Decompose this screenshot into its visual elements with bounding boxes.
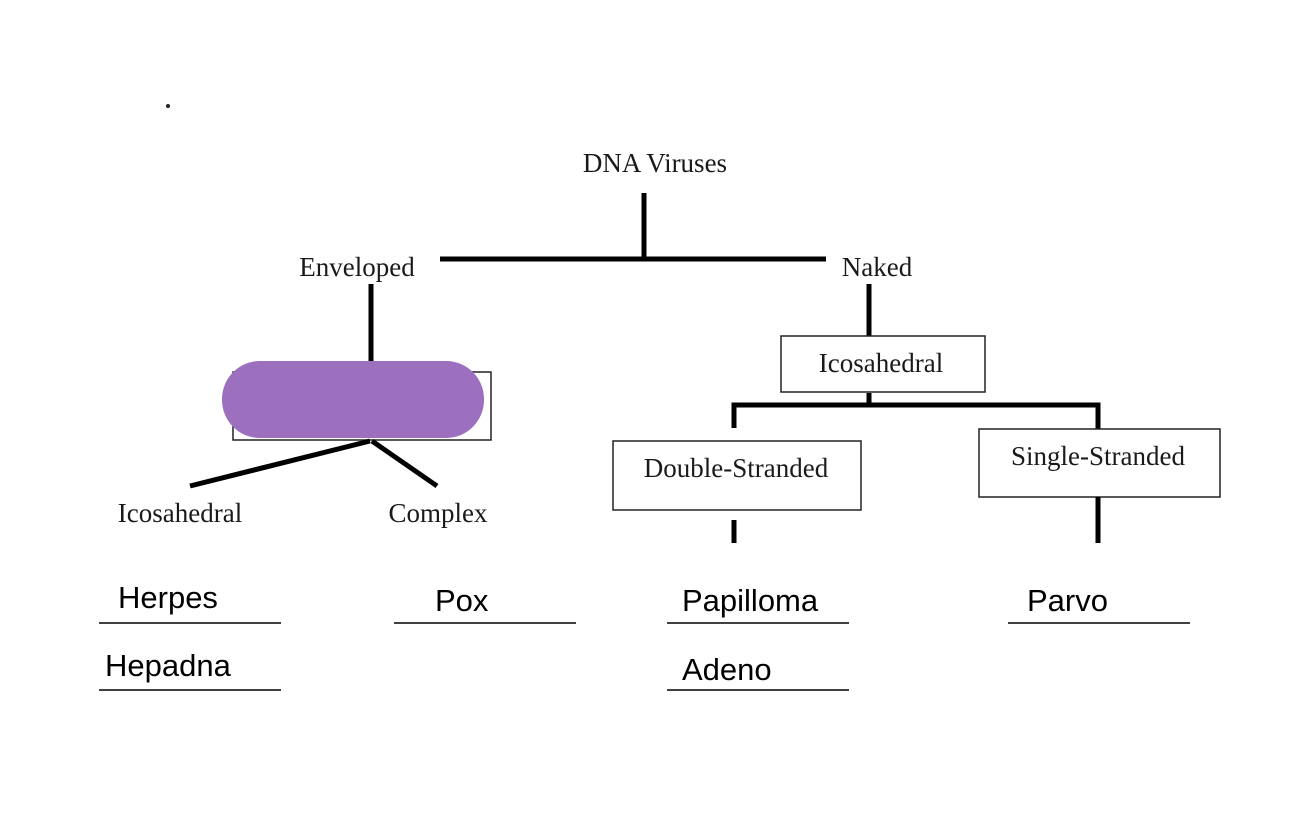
naked-label: Naked — [842, 252, 913, 282]
enveloped-to-complex-line — [370, 438, 439, 489]
single-stranded-box — [978, 428, 1221, 498]
answer-parvo: Parvo — [1027, 583, 1108, 618]
naked-icosahedral-box — [780, 335, 986, 393]
answer-hepadna: Hepadna — [105, 648, 232, 683]
double-stranded-box — [612, 440, 862, 511]
stray-dot — [166, 104, 170, 108]
answer-adeno: Adeno — [682, 652, 772, 687]
root-label: DNA Viruses — [583, 148, 727, 178]
double-stranded-label: Double-Stranded — [644, 453, 829, 483]
answer-cover-highlight — [222, 361, 484, 438]
strand-split-bracket — [731, 402, 1101, 430]
enveloped-to-icosahedral-line — [189, 438, 371, 489]
naked-icosahedral-label: Icosahedral — [819, 348, 943, 378]
answer-pox: Pox — [435, 583, 489, 618]
enveloped-complex-label: Complex — [389, 498, 488, 528]
single-stranded-label: Single-Stranded — [1011, 441, 1185, 471]
enveloped-icosahedral-label: Icosahedral — [118, 498, 242, 528]
answer-herpes: Herpes — [118, 580, 218, 615]
enveloped-label: Enveloped — [299, 252, 415, 282]
answer-papilloma: Papilloma — [682, 583, 819, 618]
